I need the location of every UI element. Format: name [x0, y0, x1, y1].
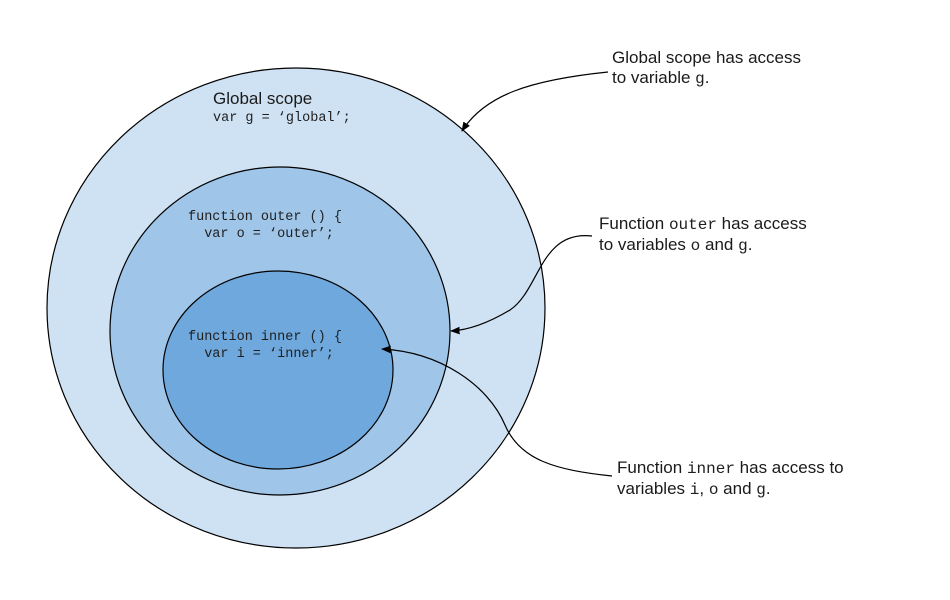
outer-scope-code: function outer () { var o = ‘outer’;: [188, 209, 342, 243]
global-var-declaration: var g = ‘global’;: [213, 111, 351, 126]
outer-note-period: .: [747, 235, 753, 254]
global-note-var-g: g: [695, 70, 705, 88]
outer-access-arrow: [450, 235, 593, 335]
inner-access-note: Function inner has access to variables i…: [617, 458, 844, 500]
inner-note-period: .: [765, 479, 771, 498]
outer-var-declaration: var o = ‘outer’;: [188, 227, 334, 242]
global-access-arrow: [461, 71, 609, 132]
inner-scope-code: function inner () { var i = ‘inner’;: [188, 329, 342, 363]
inner-note-line-1: Function inner has access to: [617, 458, 844, 479]
global-note-line-2: to variable g.: [612, 68, 801, 89]
outer-note-and: and: [700, 235, 739, 254]
outer-note-line-1: Function outer has access: [599, 214, 807, 235]
inner-note-comma: ,: [699, 479, 709, 498]
outer-note-line-2: to variables o and g.: [599, 235, 807, 256]
outer-note-var-g: g: [738, 237, 748, 255]
inner-var-declaration: var i = ‘inner’;: [188, 347, 334, 362]
inner-function-declaration: function inner () {: [188, 330, 342, 345]
inner-access-arrow: [381, 345, 613, 477]
outer-access-note: Function outer has access to variables o…: [599, 214, 807, 256]
inner-note-text-end: has access to: [734, 458, 844, 477]
outer-note-text: Function: [599, 214, 669, 233]
outer-note-text-end: has access: [716, 214, 807, 233]
global-note-text: to variable: [612, 68, 696, 87]
global-scope-title: Global scope: [213, 89, 313, 108]
inner-note-text-2: variables: [617, 479, 690, 498]
outer-function-declaration: function outer () {: [188, 210, 342, 225]
outer-note-function-name: outer: [668, 216, 717, 234]
inner-note-function-name: inner: [686, 460, 735, 478]
inner-note-var-o: o: [708, 481, 719, 499]
global-note-line-1: Global scope has access: [612, 48, 801, 67]
inner-note-var-g: g: [756, 481, 766, 499]
outer-note-text-2: to variables: [599, 235, 691, 254]
global-scope-code: var g = ‘global’;: [213, 110, 351, 127]
inner-note-line-2: variables i, o and g.: [617, 479, 844, 500]
outer-note-var-o: o: [690, 237, 701, 255]
global-note-period: .: [704, 68, 710, 87]
inner-scope-circle: [162, 270, 394, 470]
inner-note-var-i: i: [689, 481, 700, 499]
inner-note-and: and: [718, 479, 757, 498]
inner-note-text: Function: [617, 458, 687, 477]
global-access-note: Global scope has access to variable g.: [612, 48, 801, 89]
